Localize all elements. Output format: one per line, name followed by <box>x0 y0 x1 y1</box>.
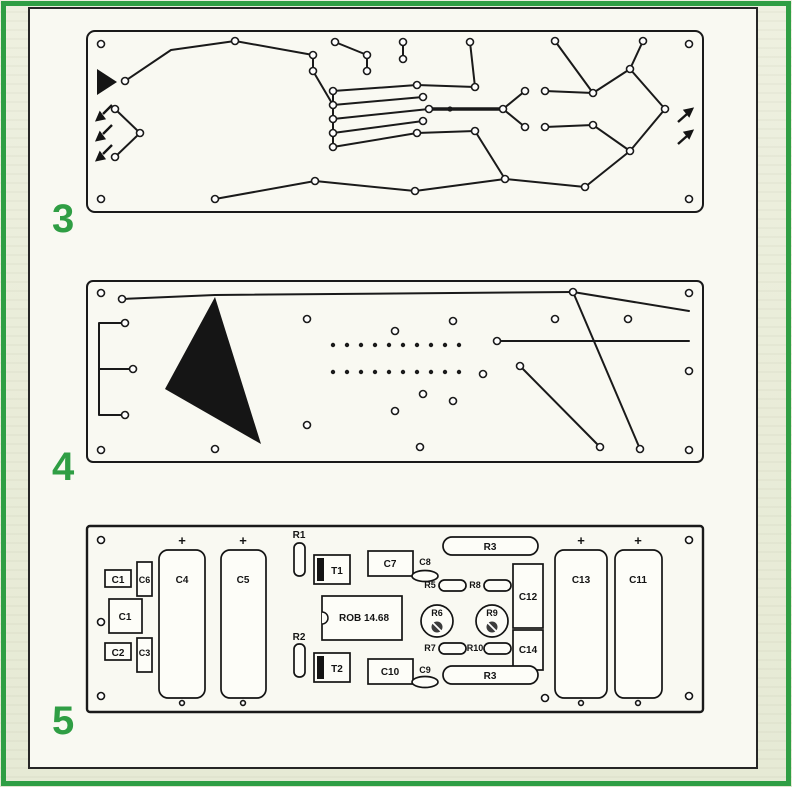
figure-frame: 3 <box>28 7 758 769</box>
label-c10: C10 <box>381 667 400 678</box>
label-t2: T2 <box>331 664 343 675</box>
label-c8: C8 <box>419 557 431 567</box>
label-c2: C2 <box>112 648 125 659</box>
pcb-copper-layout-bottom <box>86 280 704 463</box>
figure-number-5: 5 <box>52 699 75 743</box>
component-r10: R10 <box>467 642 512 655</box>
mounting-holes <box>96 535 694 707</box>
copper-traces <box>114 40 666 200</box>
label-r2: R2 <box>293 632 306 643</box>
component-r7: R7 <box>424 642 467 655</box>
component-c1-top: C1 <box>104 569 132 588</box>
component-r9-trimmer: R9 <box>475 604 509 638</box>
component-r8: R8 <box>469 579 512 592</box>
component-c2: C2 <box>104 642 132 661</box>
component-c3: C3 <box>136 637 153 673</box>
label-c5: C5 <box>237 575 250 586</box>
label-r6: R6 <box>431 608 443 618</box>
component-c12: C12 <box>512 563 544 629</box>
component-c6: C6 <box>136 561 153 597</box>
board-outline <box>86 30 704 213</box>
label-r5: R5 <box>424 580 436 590</box>
label-r10: R10 <box>467 643 484 653</box>
label-c7: C7 <box>384 559 397 570</box>
label-r1: R1 <box>293 530 306 541</box>
component-c10: C10 <box>367 658 414 685</box>
label-c12: C12 <box>519 592 538 603</box>
board-outline <box>85 524 705 714</box>
label-c6: C6 <box>139 575 151 585</box>
polarity-plus-c11: + <box>634 533 642 548</box>
polarity-plus-c4: + <box>178 533 186 548</box>
component-r3-bottom: R3 <box>442 665 539 685</box>
component-ic: ROB 14.68 <box>321 595 403 641</box>
label-ic: ROB 14.68 <box>339 613 389 624</box>
copper-traces <box>98 291 690 450</box>
label-c3: C3 <box>139 648 151 658</box>
component-r2: R2 <box>293 632 306 678</box>
pcb-copper-layout-top <box>86 30 704 213</box>
label-r3-bottom: R3 <box>484 671 497 682</box>
orientation-arrows-left <box>94 104 113 162</box>
component-c14: C14 <box>512 629 544 671</box>
component-c11: + C11 <box>614 533 663 699</box>
label-c1-mid: C1 <box>119 612 132 623</box>
component-placement-layout: C1 C6 + C4 + C5 R1 T <box>85 524 705 714</box>
ic-footprint-dots <box>330 342 462 375</box>
label-r8: R8 <box>469 580 481 590</box>
component-c5: + C5 <box>220 533 267 699</box>
label-c9: C9 <box>419 665 431 675</box>
via-dot <box>447 106 453 112</box>
component-c1-mid: C1 <box>108 598 143 634</box>
component-r1: R1 <box>293 530 306 577</box>
polarity-plus-c5: + <box>239 533 247 548</box>
component-c8: C8 <box>411 557 439 583</box>
solder-pads <box>96 287 694 455</box>
label-c13: C13 <box>572 575 591 586</box>
label-c11: C11 <box>629 575 647 586</box>
solder-pads <box>96 36 694 204</box>
component-t2: T2 <box>313 652 351 683</box>
board-outline <box>86 280 704 463</box>
label-c4: C4 <box>176 575 189 586</box>
polarity-plus-c13: + <box>577 533 585 548</box>
polarity-triangle-large <box>165 297 261 444</box>
figure-number-4: 4 <box>52 445 75 489</box>
label-r3-top: R3 <box>484 542 497 553</box>
figure-number-3: 3 <box>52 197 75 241</box>
component-t1: T1 <box>313 554 351 585</box>
component-r5: R5 <box>424 579 467 592</box>
label-r7: R7 <box>424 643 436 653</box>
component-c7: C7 <box>367 550 414 577</box>
orientation-arrows-right <box>677 107 695 145</box>
label-c1-top: C1 <box>112 575 125 586</box>
label-t1: T1 <box>331 566 343 577</box>
component-r6-trimmer: R6 <box>420 604 454 638</box>
component-r3-top: R3 <box>442 536 539 556</box>
component-c13: + C13 <box>554 533 608 699</box>
label-r9: R9 <box>486 608 498 618</box>
component-c4: + C4 <box>158 533 206 699</box>
component-c9: C9 <box>411 665 439 689</box>
polarity-triangle <box>97 69 117 95</box>
label-c14: C14 <box>519 645 538 656</box>
